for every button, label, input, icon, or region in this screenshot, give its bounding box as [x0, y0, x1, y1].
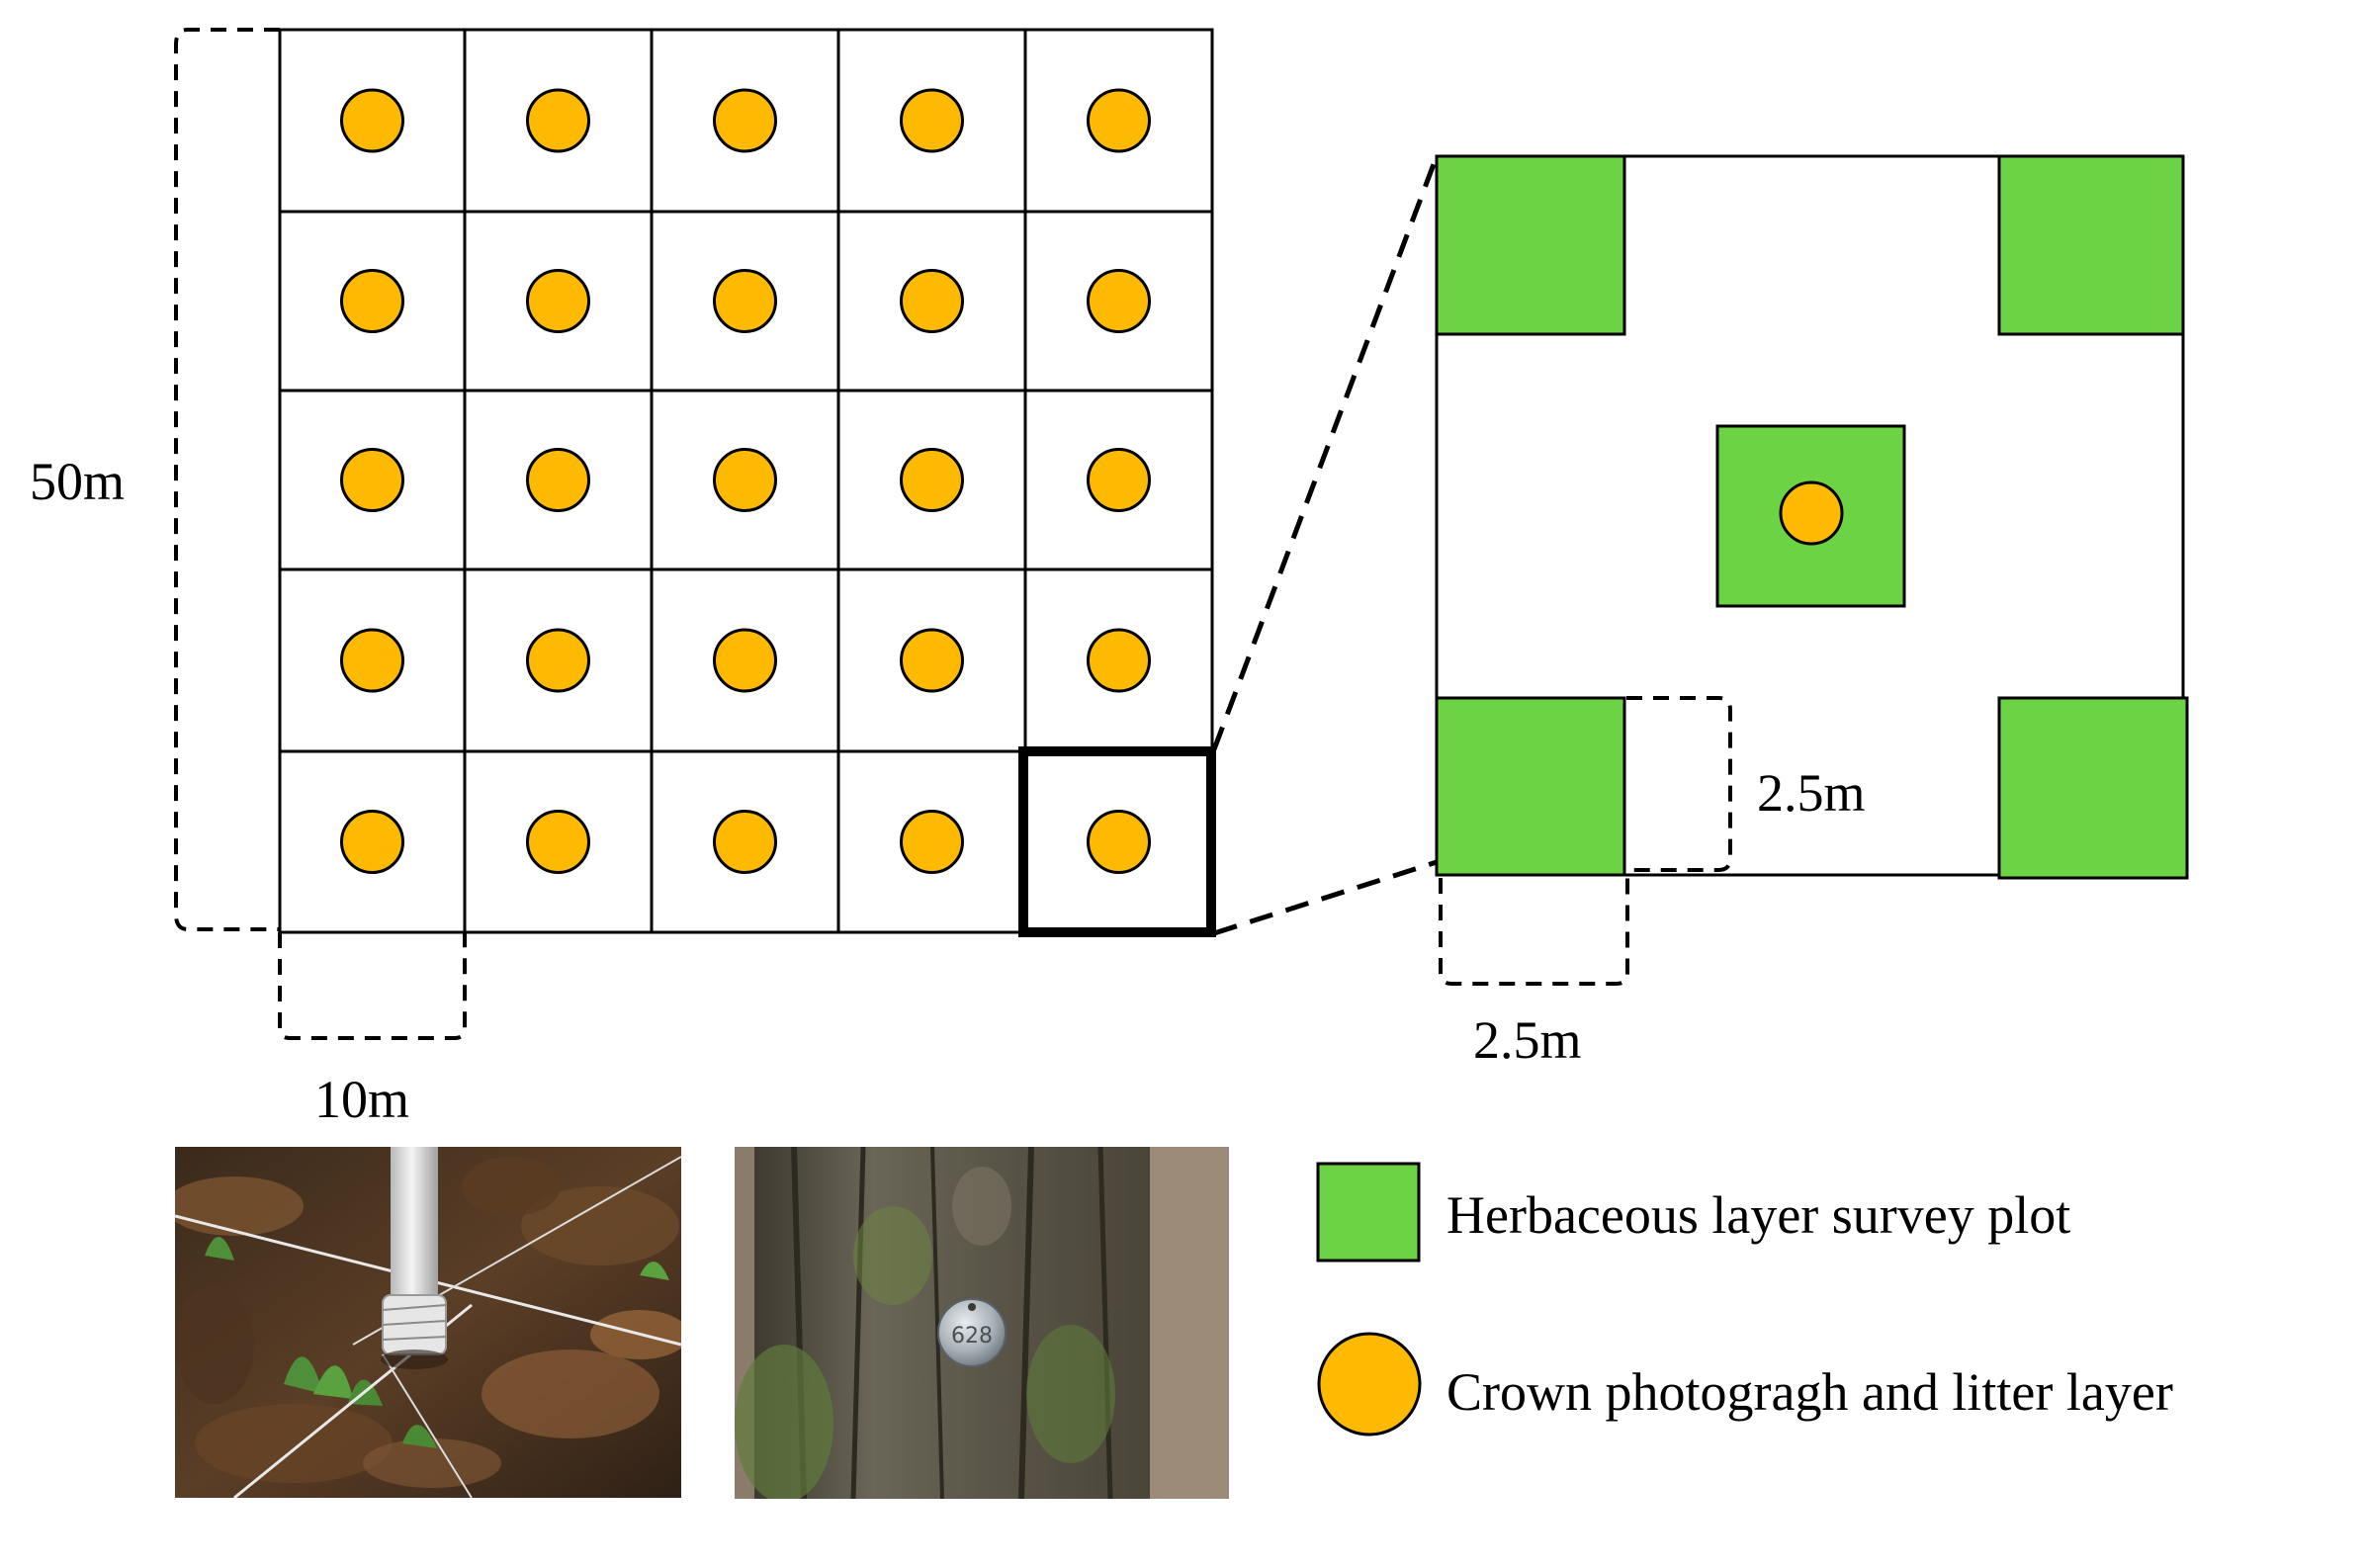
cell-width-bracket [278, 932, 467, 1040]
crown-point [1087, 88, 1151, 153]
tagged-tree-photo: 628 [735, 1147, 1229, 1499]
crown-point [713, 269, 777, 333]
crown-point [340, 88, 404, 153]
crown-point [1087, 810, 1151, 874]
crown-point [526, 88, 590, 153]
crown-point [713, 810, 777, 874]
crown-point [340, 269, 404, 333]
zoom-line-top [1211, 155, 1440, 750]
crown-point [713, 88, 777, 153]
main-plot-grid [278, 28, 1214, 934]
crown-point [340, 448, 404, 512]
legend-crown-swatch [1317, 1332, 1422, 1437]
crown-point [900, 269, 964, 333]
herb-plot-bottom-left [1435, 696, 1626, 877]
crown-point [340, 810, 404, 874]
crown-point [713, 448, 777, 512]
herb-width-label: 2.5m [1473, 1010, 1582, 1070]
herb-plot-top-left [1435, 154, 1626, 336]
crown-point [900, 88, 964, 153]
plot-corner-pole-photo [175, 1147, 681, 1498]
herb-width-bracket [1439, 878, 1629, 986]
crown-point [526, 810, 590, 874]
herb-height-label: 2.5m [1757, 763, 1866, 823]
legend-crown-label: Crown photogragh and litter layer [1446, 1362, 2173, 1422]
plot-height-label: 50m [30, 452, 125, 511]
herb-plot-top-right [1997, 154, 2185, 336]
crown-point [1087, 628, 1151, 693]
zoom-line-bottom [1213, 859, 1438, 936]
herb-plot-bottom-right [1997, 696, 2189, 880]
tree-tag-number: 628 [951, 1324, 993, 1349]
crown-point [526, 628, 590, 693]
legend-herbaceous-swatch [1316, 1162, 1421, 1263]
herb-height-bracket [1626, 696, 1732, 872]
crown-point [1087, 448, 1151, 512]
crown-point [340, 628, 404, 693]
crown-point [713, 628, 777, 693]
crown-point [1087, 269, 1151, 333]
crown-point [900, 628, 964, 693]
cell-width-label: 10m [314, 1070, 409, 1129]
crown-point [900, 448, 964, 512]
legend-herbaceous-label: Herbaceous layer survey plot [1446, 1185, 2070, 1245]
crown-points [340, 88, 1151, 874]
crown-point [526, 448, 590, 512]
height-bracket [174, 28, 280, 931]
crown-point [526, 269, 590, 333]
center-crown-point [1779, 480, 1844, 546]
highlighted-subplot [1018, 746, 1216, 937]
crown-point [900, 810, 964, 874]
